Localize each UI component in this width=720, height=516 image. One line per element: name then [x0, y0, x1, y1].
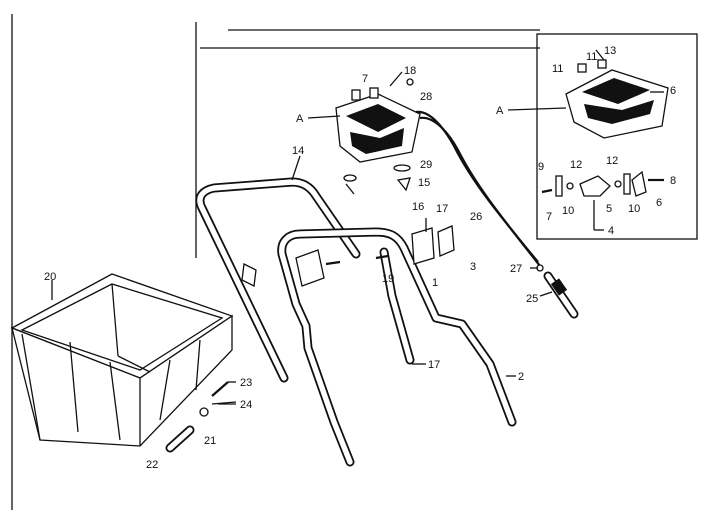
callout-14: 14 — [292, 145, 304, 157]
callout-10a: 10 — [562, 205, 574, 217]
frame-lines — [11, 14, 540, 510]
callout-5: 5 — [606, 203, 612, 215]
callout-12a: 12 — [570, 159, 582, 171]
callout-25: 25 — [526, 293, 538, 305]
callout-6: 6 — [670, 85, 676, 97]
callout-18: 18 — [404, 65, 416, 77]
callout-6b: 6 — [656, 197, 662, 209]
inset-grass-cover — [565, 59, 669, 139]
callout-1: 1 — [432, 277, 438, 289]
callout-28: 28 — [420, 91, 432, 103]
callout-23: 23 — [240, 377, 252, 389]
callout-11b: 11 — [552, 63, 563, 75]
handle-hardware — [295, 218, 455, 287]
cover-hardware — [343, 78, 414, 195]
control-cable — [415, 110, 579, 319]
upper-handle — [195, 177, 361, 383]
callout-11a: 11 — [586, 51, 597, 63]
callout-7: 7 — [546, 211, 552, 223]
callout-19: 19 — [382, 273, 394, 285]
callout-17top: 17 — [436, 203, 448, 215]
callout-8: 8 — [670, 175, 676, 187]
callout-labels: 11 13 11 6 A 9 12 12 8 7 10 5 10 6 4 7 1… — [44, 45, 676, 471]
callout-3: 3 — [470, 261, 476, 273]
callout-16: 16 — [412, 201, 424, 213]
inset-box — [536, 33, 698, 240]
callout-27: 27 — [510, 263, 522, 275]
callout-21: 21 — [204, 435, 216, 447]
callout-2: 2 — [518, 371, 524, 383]
callout-13: 13 — [604, 45, 616, 57]
callout-a-right: A — [496, 105, 504, 117]
lower-handle — [277, 227, 517, 467]
callout-26: 26 — [470, 211, 482, 223]
callout-10b: 10 — [628, 203, 640, 215]
main-grass-cover — [335, 87, 421, 163]
grass-catcher — [10, 273, 234, 447]
callout-4: 4 — [608, 225, 614, 237]
callout-22: 22 — [146, 459, 158, 471]
callout-24: 24 — [240, 399, 252, 411]
callout-12b: 12 — [606, 155, 618, 167]
bag-hardware — [165, 381, 237, 453]
callout-9: 9 — [538, 161, 544, 173]
inset-hinge-parts — [541, 170, 664, 231]
callout-17bot: 17 — [428, 359, 440, 371]
callout-7top: 7 — [362, 73, 368, 85]
callout-a-left: A — [296, 113, 304, 125]
callout-29: 29 — [420, 159, 432, 171]
leader-lines — [51, 49, 664, 405]
callout-15: 15 — [418, 177, 430, 189]
callout-20: 20 — [44, 271, 56, 283]
